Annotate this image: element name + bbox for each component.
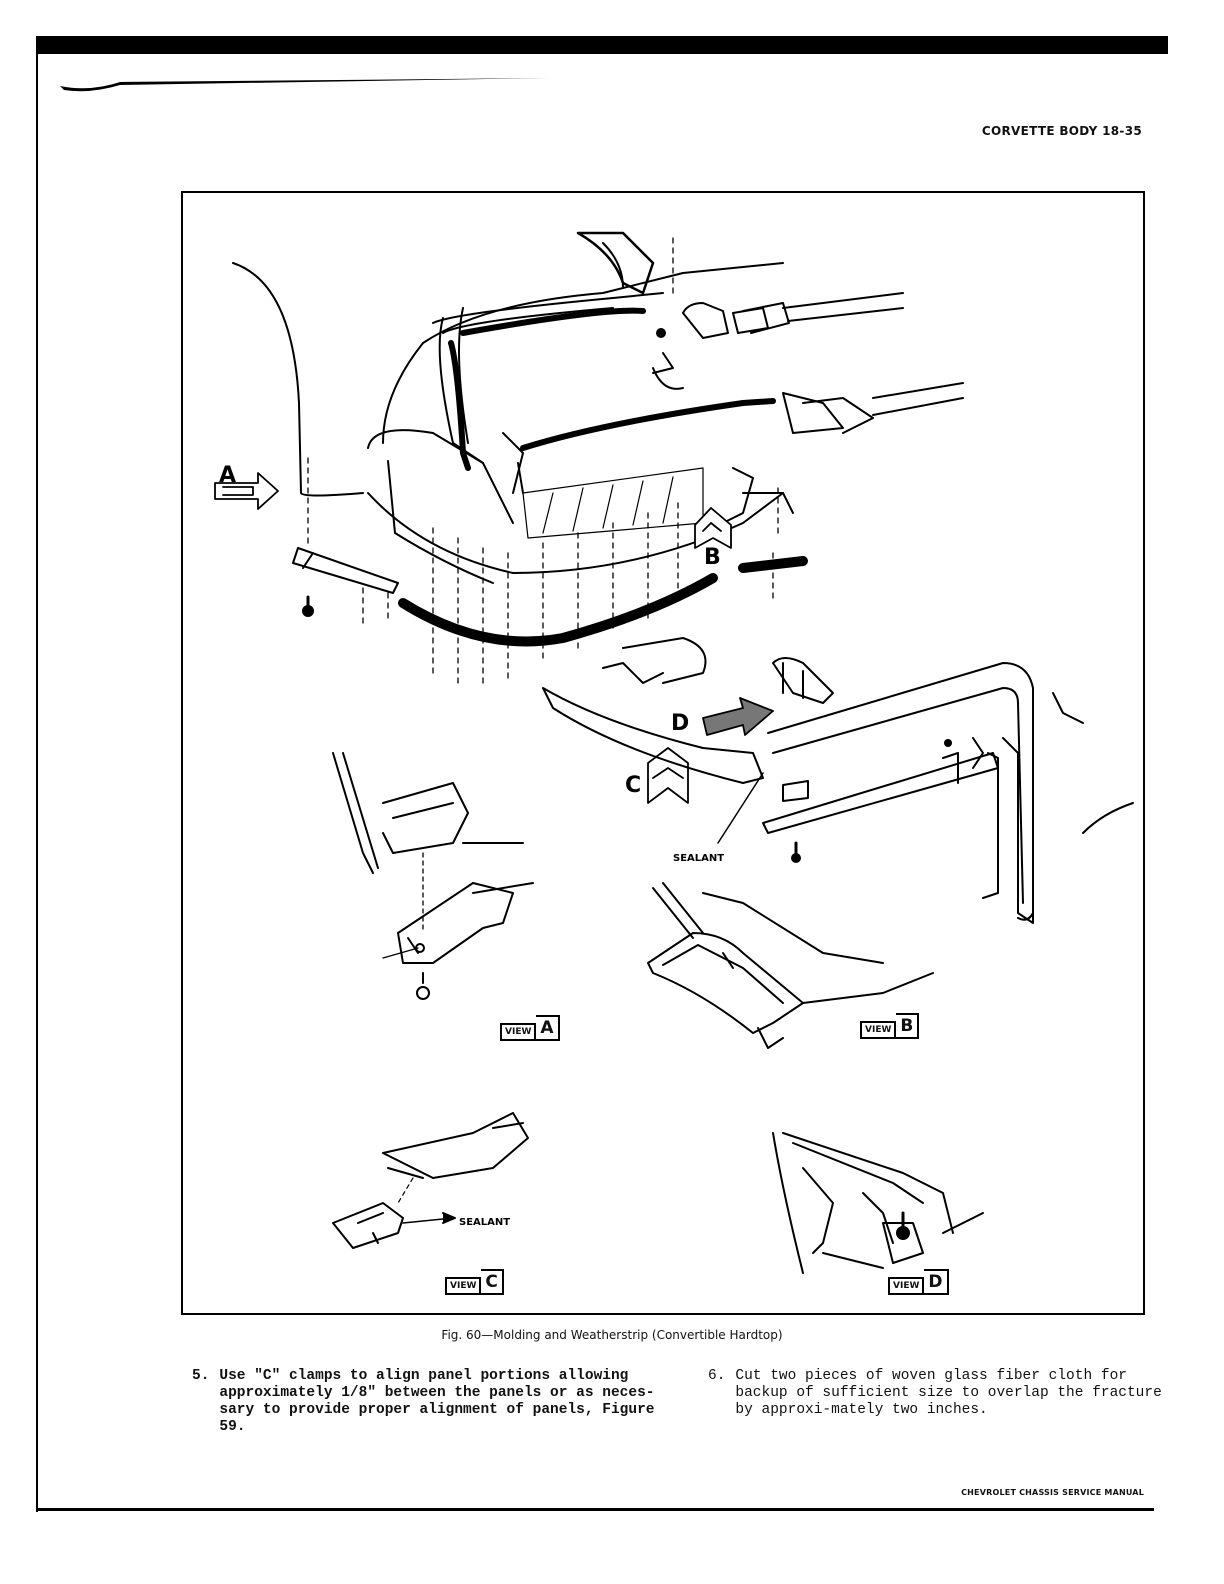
step-6-text: Cut two pieces of woven glass fiber clot… [735,1368,1162,1418]
view-c-tag: VIEW C [445,1269,504,1295]
callout-b: B [704,545,721,570]
view-b-detail [647,882,934,1049]
view-a-word: VIEW [500,1023,537,1041]
exploded-view-illustration [214,231,1134,1274]
lower-panel [367,432,794,574]
arrow-b [694,507,732,549]
callout-a: A [219,463,237,488]
view-d-word: VIEW [888,1277,925,1295]
top-border-bar [36,36,1168,54]
step-5-number: 5. [192,1368,210,1384]
page-header-title: CORVETTE BODY 18-35 [981,124,1142,138]
door-frame-assembly [542,637,1134,924]
sealant-label-main: SEALANT [673,853,725,864]
screw-fasteners [302,328,952,863]
view-a-letter: A [536,1015,560,1041]
arrow-c [647,747,689,804]
view-d-detail [772,1132,984,1274]
step-5: 5. Use "C" clamps to align panel portion… [192,1368,662,1436]
figure-frame: A B C D SEALANT SEALANT VIEW A VIEW B VI… [181,191,1145,1315]
view-b-tag: VIEW B [860,1013,920,1039]
step-5-text: Use "C" clamps to align panel portions a… [219,1368,655,1435]
bottom-rule [36,1508,1154,1511]
arrow-d [702,697,774,736]
view-b-word: VIEW [860,1021,897,1039]
sealant-leader-line-main [717,772,764,844]
arrow-a [214,472,279,510]
view-d-tag: VIEW D [888,1269,949,1295]
view-c-detail [332,1112,529,1249]
view-b-letter: B [896,1013,920,1039]
dashed-assembly-lines [307,237,779,684]
view-c-letter: C [481,1269,504,1295]
view-c-word: VIEW [445,1277,482,1295]
step-6: 6. Cut two pieces of woven glass fiber c… [708,1368,1178,1419]
upper-weatherstrip [448,307,964,494]
roof-rail-pieces [432,231,904,390]
view-a-detail [332,752,534,1000]
page-footer: CHEVROLET CHASSIS SERVICE MANUAL [961,1488,1144,1497]
view-d-letter: D [924,1269,949,1295]
hardtop-body-outline [232,262,784,584]
left-margin-rule [36,54,38,1512]
step-6-number: 6. [708,1368,726,1384]
lower-molding-strip [292,547,808,647]
scan-brush-mark [60,78,550,92]
callout-d: D [671,711,690,736]
sealant-label-view-c: SEALANT [459,1217,511,1228]
view-a-tag: VIEW A [500,1015,560,1041]
callout-c: C [625,773,642,798]
figure-caption: Fig. 60—Molding and Weatherstrip (Conver… [441,1328,783,1342]
